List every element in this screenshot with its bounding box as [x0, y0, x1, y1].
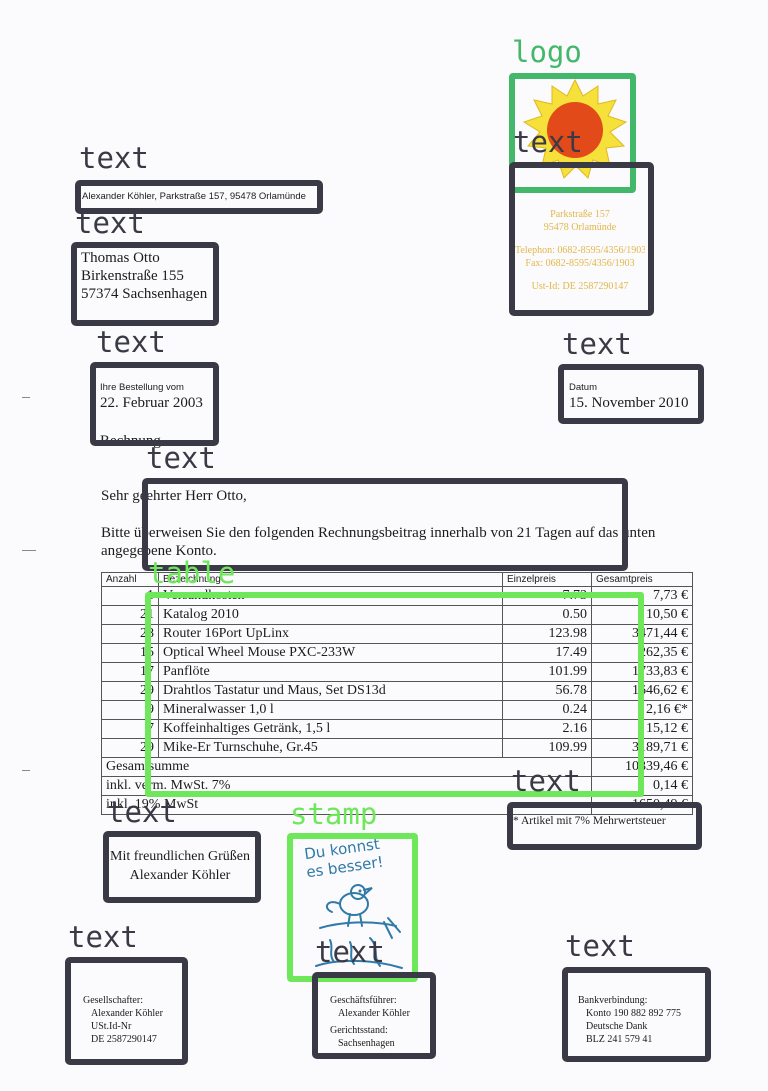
fold-mark-bottom — [22, 770, 30, 771]
footer-management-name: Alexander Köhler — [338, 1008, 410, 1019]
date-info: Datum 15. November 2010 — [569, 382, 689, 412]
recipient-name: Thomas Otto — [81, 250, 160, 266]
text-annotation-box — [90, 362, 219, 446]
order-label: Ihre Bestellung vom — [100, 382, 184, 393]
sun-logo — [522, 78, 628, 179]
footer-management-label: Geschäftsführer: — [330, 995, 397, 1006]
text-annotation-box — [65, 957, 188, 1065]
cell-description: Mineralwasser 1,0 l — [158, 700, 503, 720]
text-label: text — [68, 920, 138, 954]
text-label: text — [315, 935, 385, 969]
text-annotation-box — [142, 478, 628, 571]
letterhead-ust: Ust-Id: DE 2587290147 — [531, 281, 629, 292]
closing-line: Mit freundlichen Grüßen — [110, 849, 250, 864]
footer-court-label: Gerichtsstand: — [330, 1025, 388, 1036]
text-annotation-box — [103, 831, 261, 903]
cell-description: Koffeinhaltiges Getränk, 1,5 l — [158, 719, 503, 739]
bird-icon — [315, 884, 403, 969]
closing: Mit freundlichen Grüßen Alexander Köhler — [104, 847, 256, 885]
footer-bank-account: Konto 190 882 892 775 — [586, 1008, 681, 1019]
footer-management: Geschäftsführer: Alexander Köhler Gerich… — [330, 994, 410, 1050]
text-label: text — [562, 327, 632, 361]
text-label: text — [75, 206, 145, 240]
text-label: text — [513, 125, 583, 159]
order-info: Ihre Bestellung vom 22. Februar 2003 — [100, 382, 203, 412]
footer-bank-name: Deutsche Dank — [586, 1021, 648, 1032]
footer-vat-label: USt.Id-Nr — [91, 1021, 132, 1032]
header-unit-price: Einzelpreis — [502, 572, 592, 587]
letterhead: Parkstraße 157 95478 Orlamünde Telephon:… — [515, 208, 645, 293]
letterhead-street: Parkstraße 157 — [550, 209, 610, 220]
letterhead-city: 95478 Orlamünde — [543, 222, 617, 233]
footer-bank-code: BLZ 241 579 41 — [586, 1034, 653, 1045]
table-annotation-box — [145, 592, 644, 797]
text-annotation-box — [562, 967, 711, 1062]
date-value: 15. November 2010 — [569, 395, 689, 411]
body-text: Bitte überweisen Sie den folgenden Rechn… — [101, 525, 656, 559]
footer-company: Gesellschafter: Alexander Köhler USt.Id-… — [83, 994, 163, 1046]
table-label: table — [148, 556, 236, 590]
text-annotation-box — [312, 972, 436, 1059]
text-annotation-box — [509, 162, 654, 316]
footer-bank: Bankverbindung: Konto 190 882 892 775 De… — [578, 994, 681, 1046]
footer-bank-label: Bankverbindung: — [578, 995, 648, 1006]
footer-company-label: Gesellschafter: — [83, 995, 143, 1006]
recipient-city: 57374 Sachsenhagen — [81, 286, 208, 302]
closing-signature: Alexander Köhler — [129, 868, 231, 883]
sender-line: Alexander Köhler, Parkstraße 157, 95478 … — [82, 191, 306, 202]
footer-vat-number: DE 2587290147 — [91, 1034, 157, 1045]
recipient-address: Thomas Otto Birkenstraße 155 57374 Sachs… — [81, 249, 207, 303]
footer-company-name: Alexander Köhler — [91, 1008, 163, 1019]
header-total-price: Gesamtpreis — [591, 572, 693, 587]
letterhead-fax: Fax: 0682-8595/4356/1903 — [525, 258, 635, 269]
text-annotation-box — [558, 364, 704, 424]
letterhead-phone: Telephon: 0682-8595/4356/1903 — [515, 245, 645, 256]
greeting: Sehr geehrter Herr Otto, — [101, 488, 247, 504]
logo-label: logo — [512, 35, 582, 69]
order-date: 22. Februar 2003 — [100, 395, 203, 411]
vat-footnote: * Artikel mit 7% Mehrwertsteuer — [513, 815, 666, 827]
stamp-label: stamp — [290, 797, 378, 831]
text-label: text — [79, 141, 149, 175]
cell-unit-price: 123.98 — [502, 624, 592, 644]
footer-court-value: Sachsenhagen — [338, 1038, 395, 1049]
fold-mark-top — [22, 397, 30, 398]
text-label: text — [565, 929, 635, 963]
punch-mark — [22, 550, 36, 551]
logo-annotation-box — [509, 73, 636, 193]
text-label: text — [107, 795, 177, 829]
text-annotation-box — [71, 242, 219, 326]
text-annotation-box — [75, 180, 323, 214]
text-label: text — [511, 764, 581, 798]
cell-unit-price: 101.99 — [502, 662, 592, 682]
date-label: Datum — [569, 382, 597, 393]
recipient-street: Birkenstraße 155 — [81, 268, 184, 284]
stamp-annotation-box — [287, 833, 418, 982]
cell-unit-price: 0.50 — [502, 605, 592, 625]
text-label: text — [96, 325, 166, 359]
stamp-graphic: Du konnst es besser! — [296, 835, 410, 974]
text-annotation-box — [507, 802, 702, 850]
text-label: text — [146, 441, 216, 475]
